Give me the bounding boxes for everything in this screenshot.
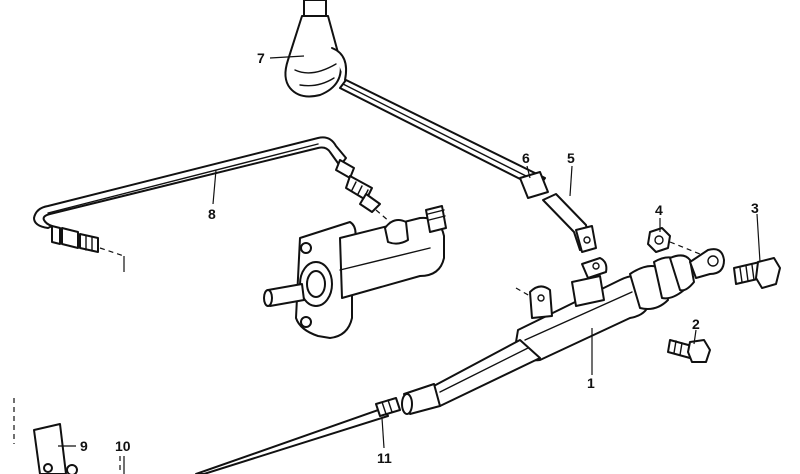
leader-lines [58, 55, 761, 474]
rod-eye-part [689, 248, 725, 279]
callout-9: 9 [80, 438, 88, 454]
bracket-part [13, 398, 121, 474]
callout-1: 1 [587, 375, 595, 391]
clevis-fork-part [542, 193, 597, 253]
callout-4: 4 [655, 202, 663, 218]
callout-6: 6 [522, 150, 530, 166]
callout-2: 2 [692, 316, 700, 332]
callout-10: 10 [115, 438, 131, 454]
slave-cylinder-part [263, 205, 447, 339]
callouts: 1 2 3 4 5 6 7 8 9 10 11 [80, 50, 759, 466]
pushrod-part [339, 79, 549, 199]
callout-8: 8 [208, 206, 216, 222]
nut-part [647, 227, 701, 255]
callout-5: 5 [567, 150, 575, 166]
hydraulic-line-part [33, 136, 391, 272]
callout-3: 3 [751, 200, 759, 216]
bolt-upper-part [733, 257, 781, 289]
dust-boot-part [284, 0, 348, 98]
bolt-lower-part [667, 339, 711, 363]
callout-7: 7 [257, 50, 265, 66]
callout-11: 11 [377, 450, 392, 466]
master-cylinder-part [195, 254, 695, 474]
